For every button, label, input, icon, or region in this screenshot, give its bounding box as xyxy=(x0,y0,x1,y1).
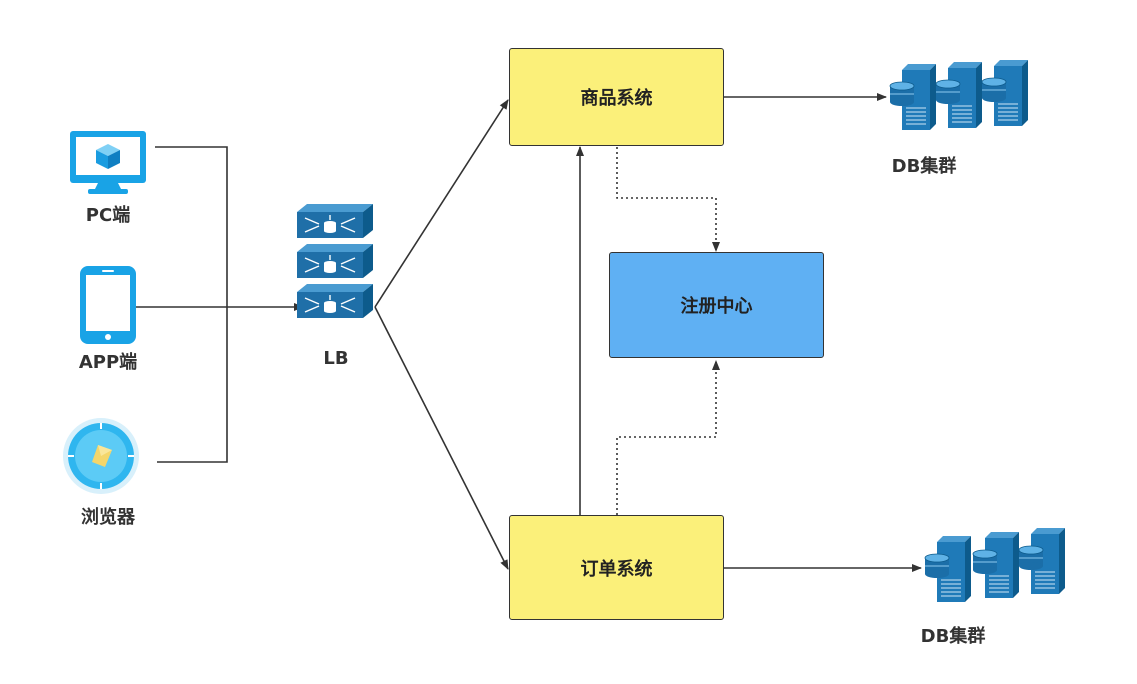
db-cluster-icon xyxy=(889,59,1029,131)
db-cluster-label-top: DB集群 xyxy=(891,156,957,177)
lb-label: LB xyxy=(323,348,349,369)
pc-client-label: PC端 xyxy=(85,205,131,226)
browser-client-label: 浏览器 xyxy=(81,507,135,528)
client-connections xyxy=(135,146,304,463)
db-connections xyxy=(724,93,922,572)
app-client-label: APP端 xyxy=(78,352,138,373)
order-system-box[interactable]: 订单系统 xyxy=(509,515,724,620)
compass-icon xyxy=(63,418,139,494)
db-cluster-label-bottom: DB集群 xyxy=(920,626,986,647)
product-system-label: 商品系统 xyxy=(580,88,653,109)
registry-connections xyxy=(616,147,720,515)
load-balancer-icon xyxy=(296,203,374,319)
monitor-icon xyxy=(70,131,146,194)
db-cluster-icon xyxy=(924,527,1066,603)
lb-connections xyxy=(374,99,509,570)
order-system-label: 订单系统 xyxy=(580,558,653,580)
product-system-box[interactable]: 商品系统 xyxy=(509,48,724,146)
registry-center-box[interactable]: 注册中心 xyxy=(609,252,824,358)
phone-icon xyxy=(80,266,136,344)
registry-center-label: 注册中心 xyxy=(680,296,753,317)
